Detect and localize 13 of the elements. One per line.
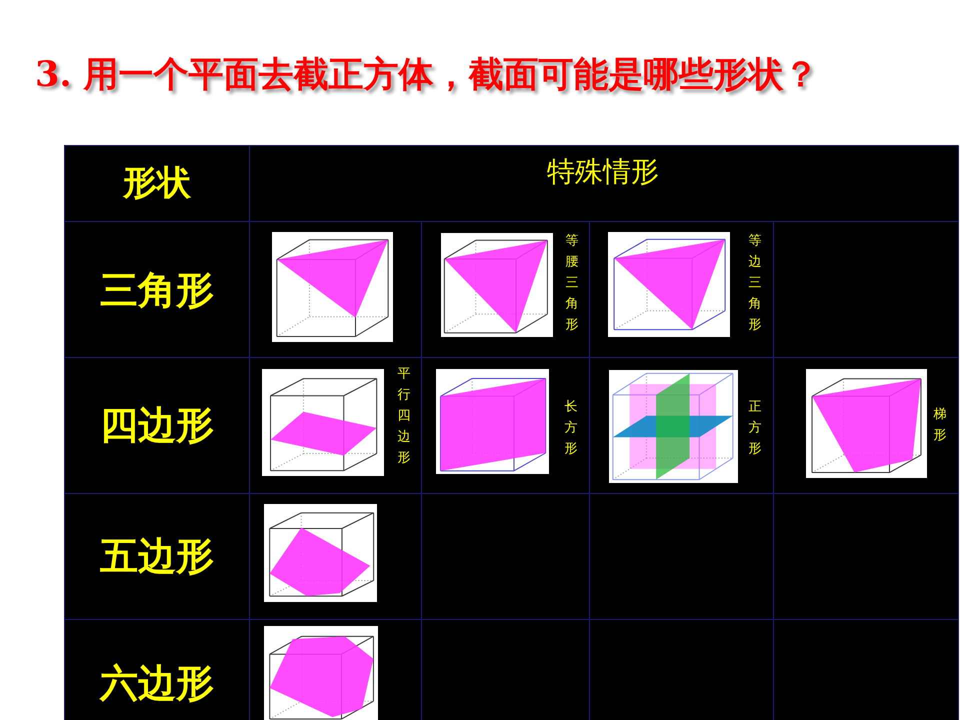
row-header: 三角形 [100,271,214,309]
shape-label: 平行四边形 [398,366,410,468]
row-header: 四边形 [100,406,214,444]
row-header: 五边形 [100,537,214,575]
shape-label: 正方形 [748,398,762,458]
title: 3. 用一个平面去截正方体，截面可能是哪些形状？ [35,56,819,94]
row-header: 六边形 [100,664,214,702]
shape-label: 等腰三角形 [566,232,578,334]
shape-label: 梯形 [934,406,946,445]
column-header: 形状 [123,166,191,200]
shape-label: 等边三角形 [748,232,762,334]
shape-label: 长方形 [564,398,578,458]
column-header: 特殊情形 [547,158,659,186]
